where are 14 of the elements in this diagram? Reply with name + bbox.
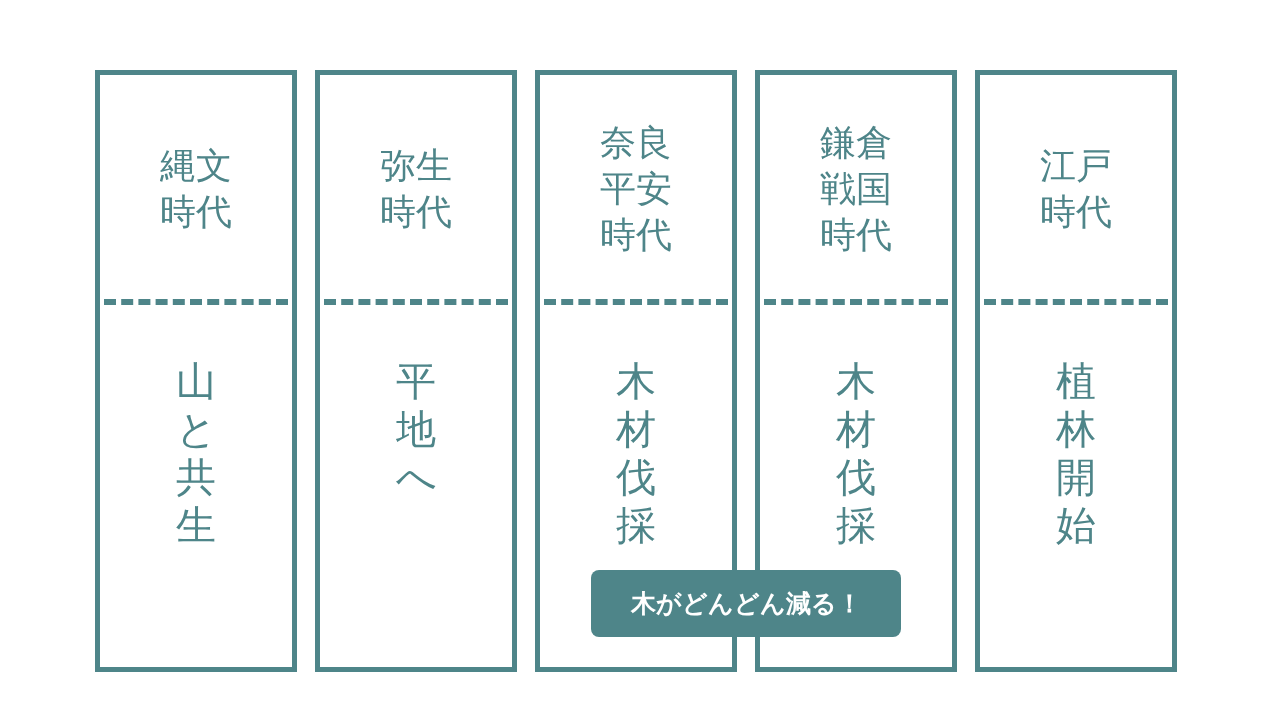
era-heading: 奈良平安時代: [599, 120, 673, 257]
era-description: 山と共生: [174, 357, 218, 549]
era-description: 平地へ: [394, 357, 438, 501]
era-description: 木材伐採: [835, 357, 877, 549]
era-column: [975, 70, 1177, 672]
era-column: [315, 70, 517, 672]
era-description: 植林開始: [1055, 357, 1097, 549]
era-heading: 江戸時代: [1039, 143, 1113, 234]
era-column: [95, 70, 297, 672]
era-heading: 鎌倉戦国時代: [819, 120, 893, 257]
era-heading: 縄文時代: [159, 143, 233, 234]
callout-badge: 木がどんどん減る！: [591, 570, 901, 637]
era-heading: 弥生時代: [379, 143, 453, 234]
era-description: 木材伐採: [615, 357, 657, 549]
